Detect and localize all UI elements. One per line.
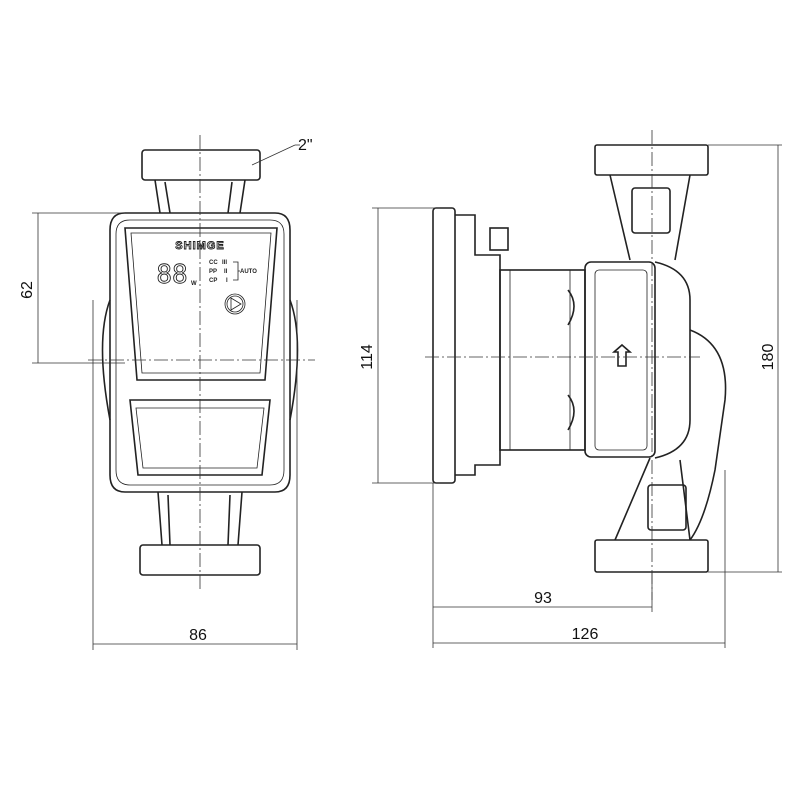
play-icon [230, 297, 242, 311]
side-view [425, 130, 727, 600]
level-2: II [224, 269, 228, 275]
dim-126: 126 [433, 470, 726, 648]
display-panel [124, 227, 278, 381]
dim-114: 114 [359, 207, 440, 484]
dim-86: 86 [92, 300, 298, 650]
body-height-label: 114 [359, 344, 376, 370]
front-view: SHIMGE 88 W CC PP CP III II I AUTO [88, 135, 315, 590]
auto-label: AUTO [240, 269, 257, 275]
front-cover [432, 207, 456, 484]
brand-logo: SHIMGE [175, 240, 224, 252]
clamp-ears [567, 289, 575, 431]
level-1: I [226, 278, 228, 284]
width-label: 86 [189, 627, 207, 644]
digit-display: 88 [156, 260, 187, 290]
dim-93: 93 [432, 483, 653, 648]
lower-port [614, 457, 691, 541]
upper-flange [594, 144, 709, 176]
top-neck [154, 179, 246, 214]
dim-thread: 2" [251, 137, 313, 166]
dim-62: 62 [19, 212, 125, 364]
motor-depth-label: 93 [534, 590, 552, 607]
mode-button[interactable] [224, 293, 246, 315]
unit-label: W [191, 281, 197, 287]
volute [654, 261, 691, 459]
electronics-box [455, 214, 501, 476]
lower-panel [129, 399, 271, 476]
dim-180: 180 [708, 144, 782, 573]
display-height-label: 62 [19, 281, 36, 299]
flow-arrow-icon [611, 343, 633, 367]
level-3: III [222, 260, 227, 266]
side-bulges [101, 299, 299, 421]
lower-flange [594, 539, 709, 573]
thread-size-label: 2" [298, 137, 313, 154]
port-to-port-label: 180 [760, 344, 777, 371]
top-flange [141, 149, 261, 181]
cable-gland [489, 227, 509, 251]
stator-housing [584, 261, 656, 458]
total-depth-label: 126 [572, 626, 599, 643]
mode-cp: CP [209, 278, 217, 284]
upper-port [609, 174, 691, 261]
outlet-curve [689, 329, 727, 541]
pump-body [109, 212, 291, 493]
bottom-neck [157, 491, 243, 546]
mode-pp: PP [209, 269, 217, 275]
mode-cc: CC [209, 260, 218, 266]
